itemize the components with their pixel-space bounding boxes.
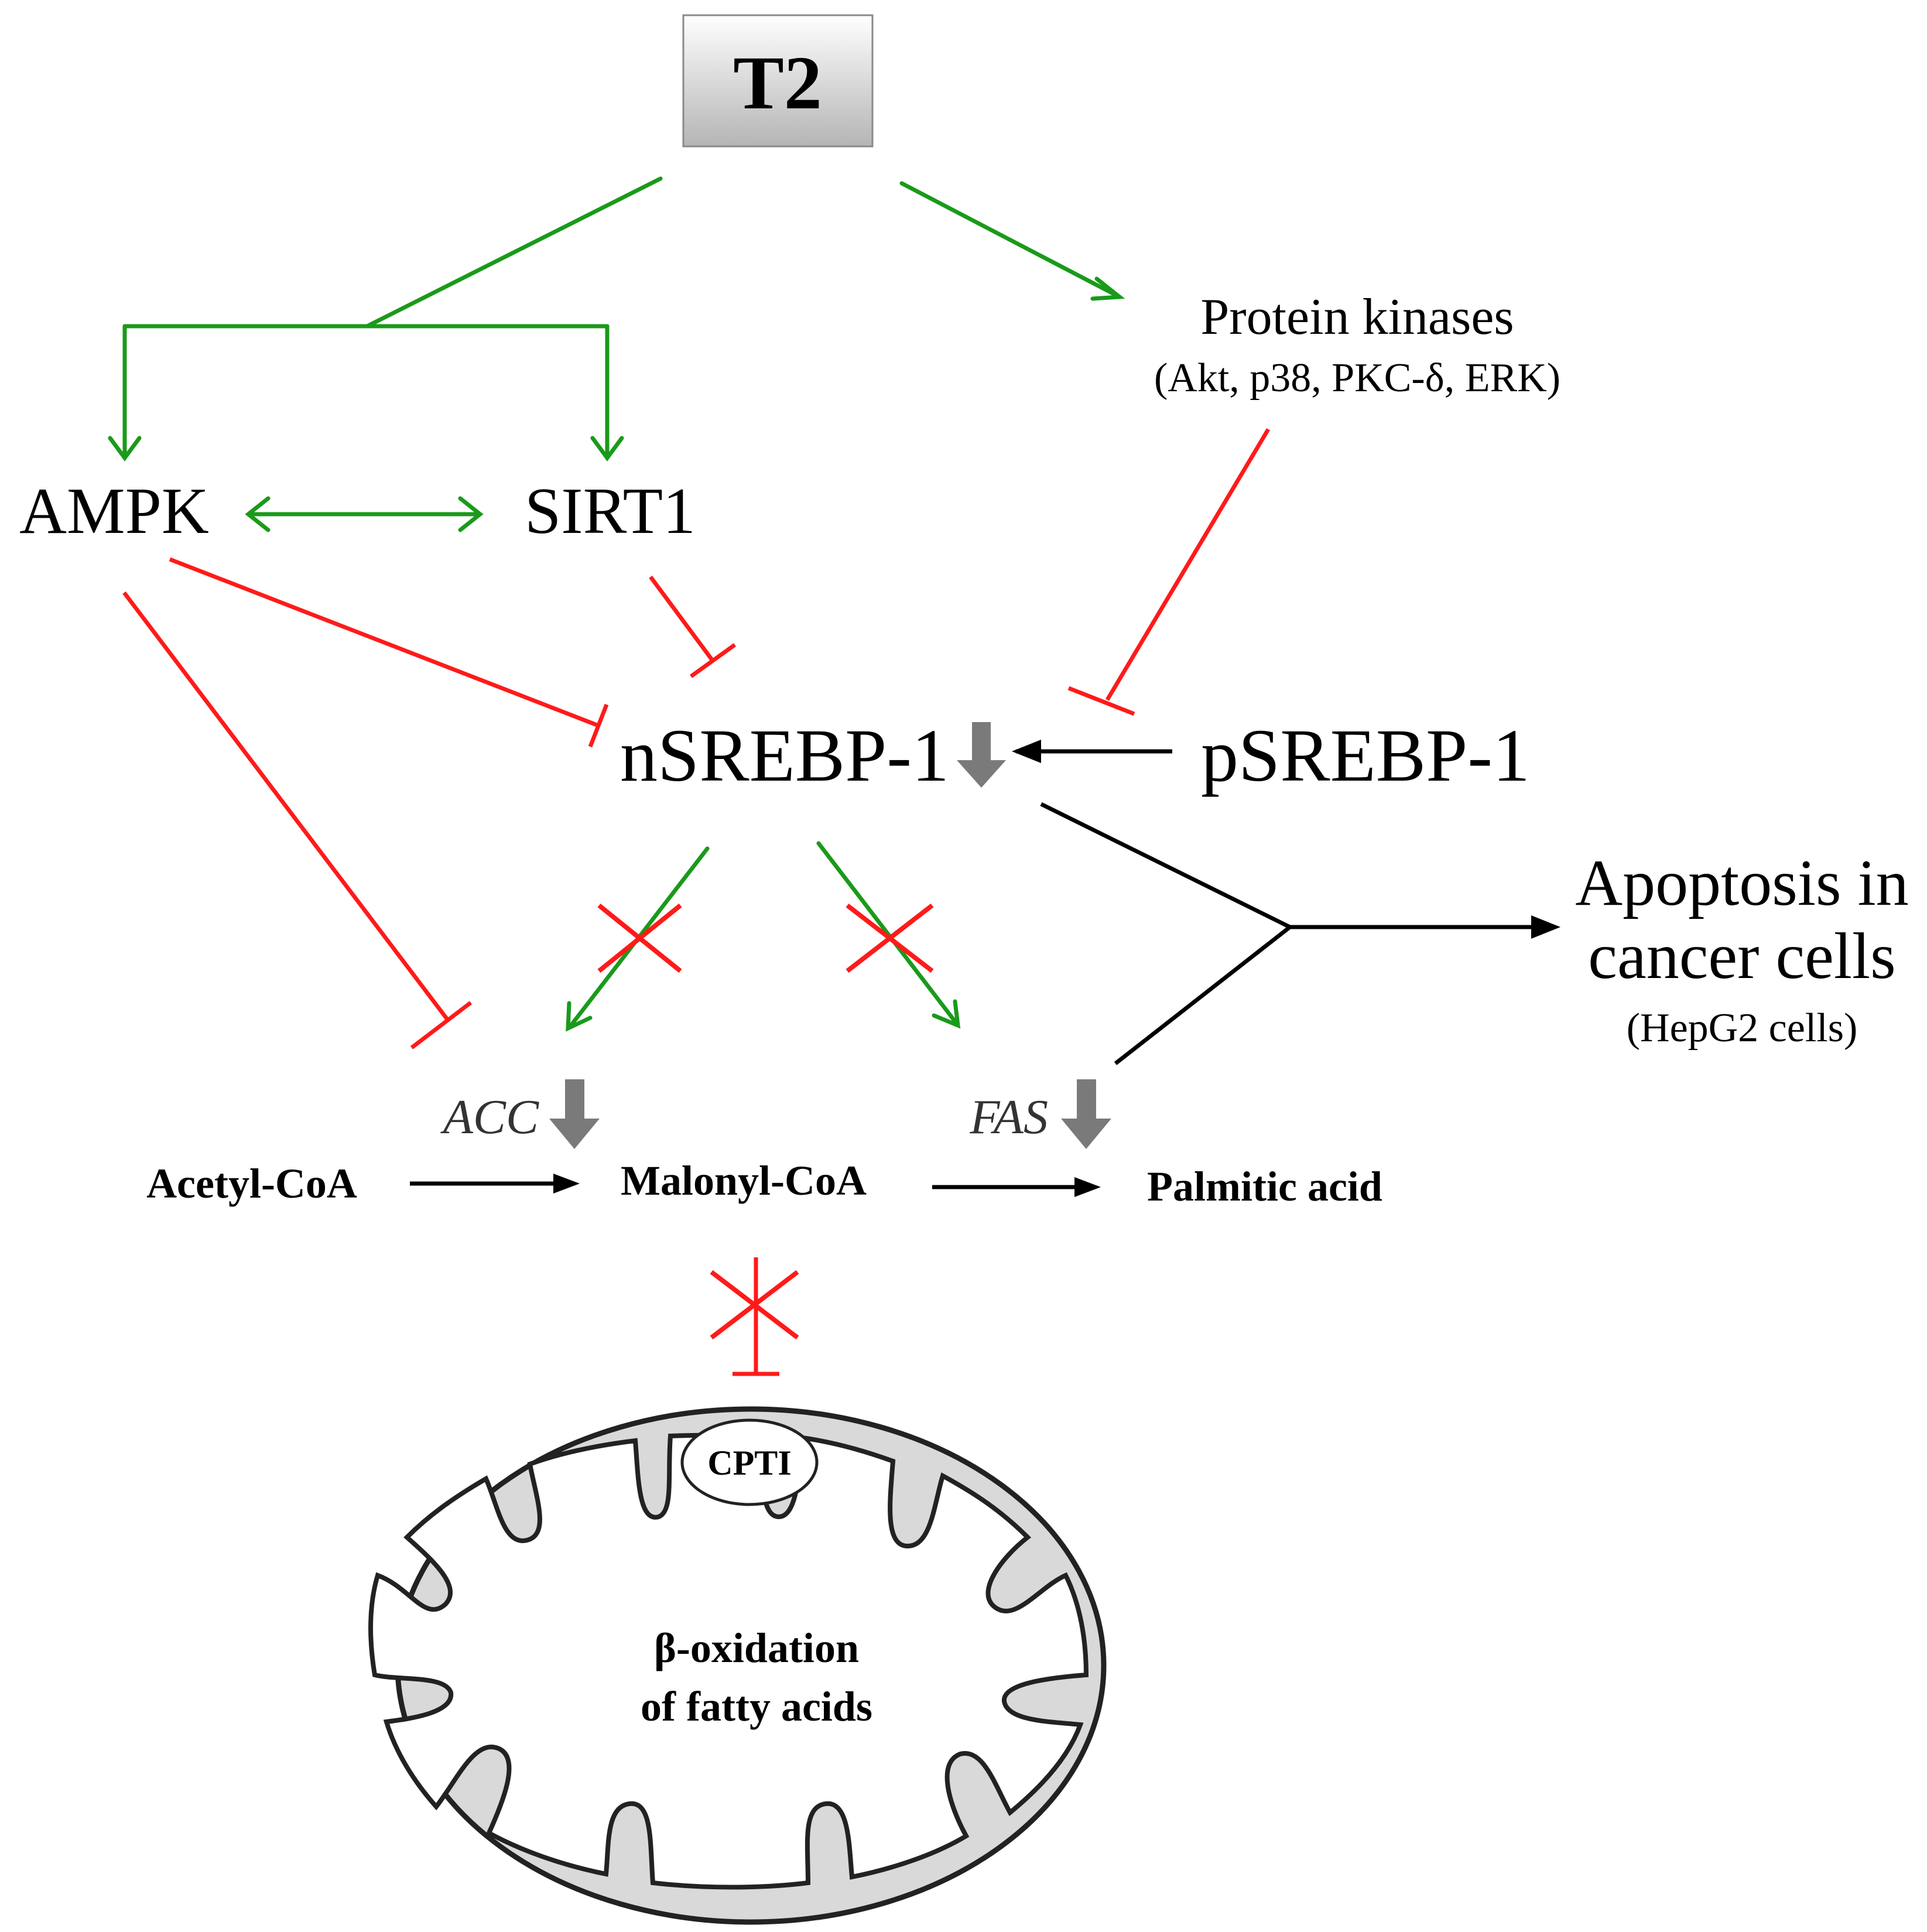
t2-node: T2: [682, 14, 874, 148]
cpti-label: CPTI: [707, 1444, 791, 1482]
sirt1-arrowhead-right: [458, 496, 484, 532]
pk-nsrebp1-inhibition-bar: [1067, 686, 1135, 716]
inhibition-lines: [122, 428, 1271, 1376]
flow-arrows: [410, 740, 1560, 1197]
apoptosis-arrowhead: [1531, 915, 1560, 939]
nsrebp1-to-junction-line: [1040, 802, 1291, 929]
ampk-inhibits-acc-line: [122, 591, 450, 1022]
nsrebp1-label: nSREBP-1: [620, 714, 949, 797]
ampk-label: AMPK: [19, 475, 209, 548]
malonyl-arrowhead: [553, 1174, 580, 1194]
sirt1-inhibits-nsrebp1-line: [649, 575, 714, 662]
apoptosis-label-line1: Apoptosis in: [1575, 847, 1908, 919]
blocked-marks: [597, 903, 934, 1340]
ampk-arrowhead: [108, 436, 142, 461]
acc-blocked-x-icon: [597, 903, 682, 973]
nsrebp1-down-arrow-icon: [957, 722, 1006, 788]
psrebp1-label: pSREBP-1: [1201, 714, 1530, 797]
mitochondrion: [368, 1406, 1107, 1925]
activation-arrows: [108, 176, 1125, 1594]
acc-label: ACC: [440, 1090, 539, 1144]
t2-label: T2: [733, 41, 822, 125]
sirt1-arrowhead: [590, 436, 624, 461]
sirt1-label: SIRT1: [525, 475, 696, 548]
protein-kinases-label: Protein kinases: [1200, 289, 1514, 346]
acc-arrowhead: [566, 1001, 593, 1032]
acc-down-arrow-icon: [549, 1079, 600, 1149]
cpti-ellipse: [680, 1418, 819, 1506]
mitochondrion-cristae: [368, 1432, 1089, 1890]
apoptosis-sublabel: (HepG2 cells): [1627, 1006, 1858, 1051]
protein-kinases-arrowhead: [1090, 276, 1125, 301]
fas-arrowhead: [932, 999, 961, 1029]
labels: Protein kinases (Akt, p38, PKC-δ, ERK) A…: [19, 289, 1909, 1730]
fas-to-junction-line: [1114, 925, 1292, 1065]
nsrebp1-to-fas-line: [816, 841, 959, 1026]
ampk-inhibits-nsrebp1-line: [169, 557, 600, 728]
beta-oxidation-label-line2: of fatty acids: [641, 1683, 872, 1730]
ampk-acc-inhibition-bar: [410, 1001, 473, 1049]
ampk-nsrebp1-inhibition-bar: [588, 703, 609, 748]
protein-kinases-sublabel: (Akt, p38, PKC-δ, ERK): [1154, 355, 1560, 401]
sirt1-inhibition-bar: [689, 643, 737, 678]
beta-oxidation-label-line1: β-oxidation: [654, 1625, 859, 1671]
t2-to-branch-line: [365, 176, 663, 329]
nsrebp1-arrowhead: [1012, 740, 1041, 763]
fas-label: FAS: [969, 1090, 1048, 1144]
palmitic-acid-label: Palmitic acid: [1147, 1163, 1382, 1210]
t2-box: [682, 14, 874, 148]
malonyl-coa-label: Malonyl-CoA: [621, 1157, 867, 1204]
fas-blocked-x-icon: [846, 903, 934, 973]
t2-to-protein-kinases-line: [899, 181, 1122, 299]
acetyl-coa-label: Acetyl-CoA: [146, 1160, 357, 1207]
fas-down-arrow-icon: [1061, 1079, 1111, 1149]
ampk-arrowhead-left: [245, 496, 271, 532]
palmitic-arrowhead: [1074, 1177, 1101, 1197]
cpti-blocked-x-icon: [710, 1270, 799, 1340]
apoptosis-label-line2: cancer cells: [1588, 920, 1895, 993]
pk-inhibits-nsrebp1-line: [1105, 428, 1271, 701]
